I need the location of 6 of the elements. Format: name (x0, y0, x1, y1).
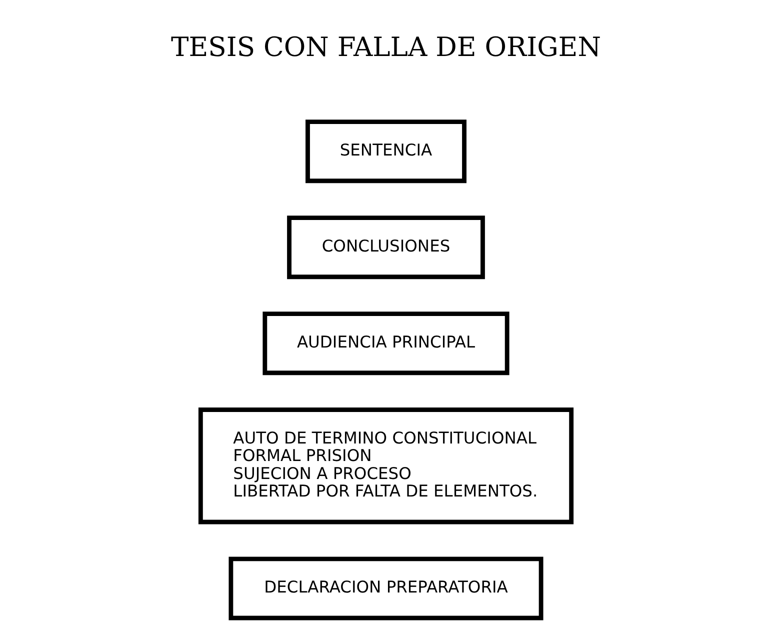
node-box: DECLARACION PREPARATORIA (228, 556, 543, 620)
node-box: AUTO DE TERMINO CONSTITUCIONAL FORMAL PRISION SUJECION A PROCESO LIBERTAD POR FALTA DE ELEMENTOS. (198, 408, 574, 524)
node-box: AUDIENCIA PRINCIPAL (262, 312, 509, 376)
node-box: CONCLUSIONES (286, 216, 484, 280)
label: TESIS CON FALLA DE ORIGEN (170, 32, 600, 63)
node-box: SENTENCIA (305, 120, 466, 184)
